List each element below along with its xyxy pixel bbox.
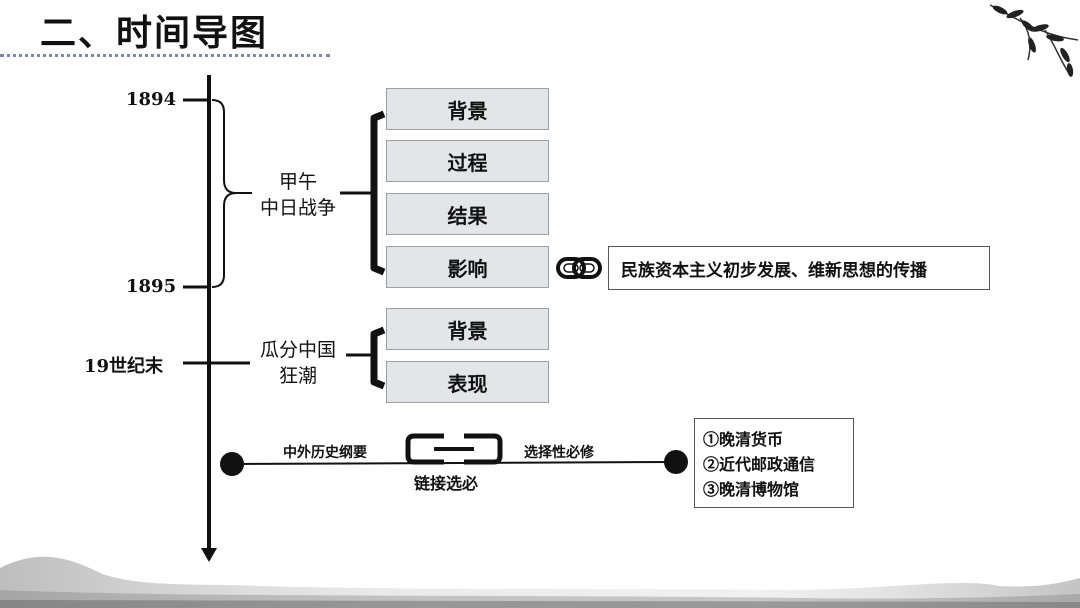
topic-2-line-2: 狂潮 xyxy=(278,365,317,387)
link-caption: 链接选必 xyxy=(414,474,479,493)
topic-1-influence-box[interactable]: 影响 xyxy=(386,246,549,288)
list-item[interactable]: ①晚清货币 xyxy=(703,430,784,449)
link-right-label: 选择性必修 xyxy=(524,445,594,461)
link-left-node xyxy=(220,452,244,476)
elective-topics-list: ①晚清货币 ②近代邮政通信 ③晚清博物馆 xyxy=(694,418,854,508)
timeline-mark-1894: 1894 xyxy=(126,89,177,110)
period-brace xyxy=(211,99,237,288)
list-item[interactable]: ③晚清博物馆 xyxy=(703,480,800,499)
topic-2-manifestation-box[interactable]: 表现 xyxy=(386,361,549,403)
page-title: 二、时间导图 xyxy=(40,13,269,54)
topic-1-bracket xyxy=(370,110,386,276)
topic-2-background-box[interactable]: 背景 xyxy=(386,308,549,350)
influence-detail: 民族资本主义初步发展、维新思想的传播 xyxy=(608,246,990,290)
topic-1-process-box[interactable]: 过程 xyxy=(386,140,549,182)
title-divider xyxy=(0,54,330,57)
topic-1-line-2: 中日战争 xyxy=(259,197,336,219)
timeline-arrow-icon xyxy=(201,548,217,562)
topic-1-background-box[interactable]: 背景 xyxy=(386,88,549,130)
chain-link-icon xyxy=(556,257,602,279)
list-item[interactable]: ②近代邮政通信 xyxy=(703,455,816,474)
link-left-label: 中外历史纲要 xyxy=(283,445,367,461)
link-icon[interactable] xyxy=(404,432,504,466)
ink-landscape-decoration xyxy=(0,556,1080,608)
topic-1-line-1: 甲午 xyxy=(278,171,317,193)
timeline-mark-19th-century-end: 19世纪末 xyxy=(84,356,164,377)
link-right-node xyxy=(664,450,688,474)
timeline-mark-1895: 1895 xyxy=(126,276,177,297)
topic-2-bracket xyxy=(370,326,386,390)
topic-2-line-1: 瓜分中国 xyxy=(259,339,336,361)
topic-sino-japanese-war: 甲午 中日战争 xyxy=(250,169,346,221)
topic-1-result-box[interactable]: 结果 xyxy=(386,193,549,235)
link-line xyxy=(231,461,677,465)
topic-partition-of-china: 瓜分中国 狂潮 xyxy=(248,337,348,389)
branch-decoration-icon xyxy=(989,4,1079,77)
